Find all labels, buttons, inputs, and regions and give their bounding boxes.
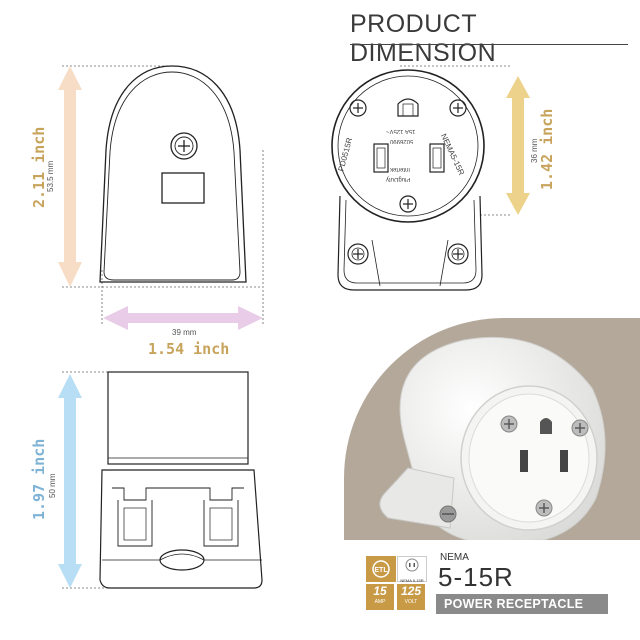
title-underline (350, 44, 628, 45)
face-inch-label: 1.42 inch (538, 108, 556, 190)
face-view (331, 65, 512, 291)
face-height-arrow (506, 76, 530, 215)
page-title: PRODUCT DIMENSION (350, 10, 497, 67)
amp-unit: AMP (374, 599, 386, 605)
amp-badge: 15 AMP (366, 584, 394, 610)
height-arrow (58, 66, 82, 287)
etl-listed-icon: ETL (366, 556, 396, 582)
nema-word: NEMA (440, 552, 469, 563)
face-code-text: 5026990 (390, 138, 414, 144)
front-view (62, 65, 264, 325)
side-view (62, 371, 263, 589)
width-mm-label: 39 mm (172, 328, 197, 337)
cert-nema-label: NEMA 5-15R (400, 578, 424, 583)
depth-arrow (58, 374, 82, 588)
height-mm-label: 53.5 mm (46, 160, 55, 192)
depth-mm-label: 50 mm (48, 473, 57, 498)
outlet-face-icon (405, 558, 419, 572)
width-inch-label: 1.54 inch (148, 340, 230, 358)
svg-text:ETL: ETL (374, 567, 388, 574)
volt-value: 125 (400, 584, 422, 598)
face-listing-text: Intertek (390, 166, 411, 172)
volt-unit: VOLT (404, 599, 418, 605)
nema-code: 5-15R (438, 562, 514, 592)
width-arrow (103, 306, 263, 330)
amp-value: 15 (373, 584, 387, 598)
depth-inch-label: 1.97 inch (30, 438, 48, 520)
face-rating-text: 15A 125V~ (386, 128, 416, 134)
nema-cert-box: NEMA 5-15R (397, 556, 427, 583)
face-brand-text: PlugDuty (386, 176, 411, 182)
product-name-badge: POWER RECEPTACLE (436, 594, 608, 614)
face-mm-label: 36 mm (530, 138, 539, 163)
receptacle-illustration (344, 336, 640, 640)
volt-badge: 125 VOLT (397, 584, 425, 610)
